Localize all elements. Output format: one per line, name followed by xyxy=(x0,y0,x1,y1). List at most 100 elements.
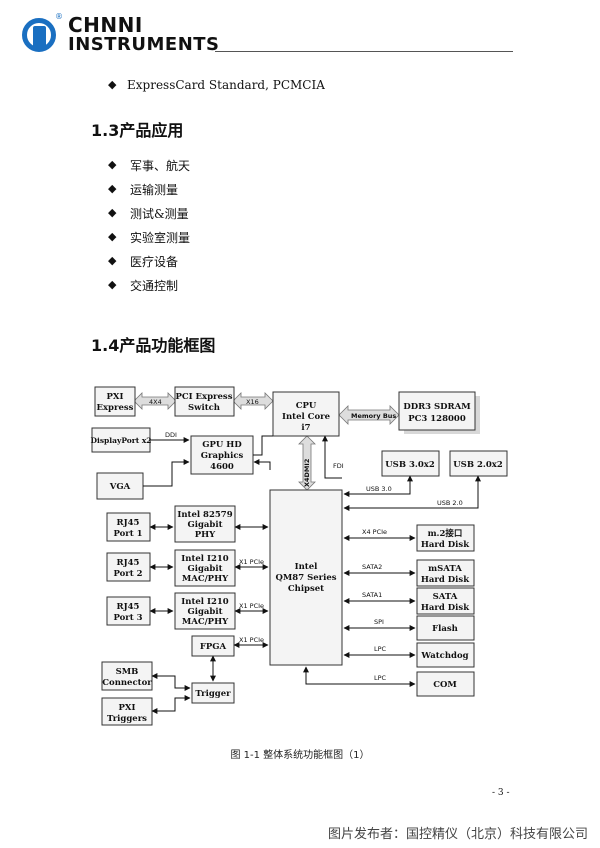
bullet-icon: ◆ xyxy=(108,206,117,219)
smb-connector-box xyxy=(101,661,153,691)
rj45-port3-label-1: RJ45 xyxy=(117,602,140,612)
sata-label-1: SATA xyxy=(433,592,458,602)
label-memory-bus: Memory Bus xyxy=(351,412,396,420)
label-ddi: DDI xyxy=(165,431,177,439)
label-x4dmi2: X4DMI2 xyxy=(303,459,311,487)
rj45-port2-label-2: Port 2 xyxy=(113,569,142,579)
cpu-box xyxy=(272,391,340,437)
flash-box xyxy=(416,615,475,641)
rj45-port1-label-2: Port 1 xyxy=(113,529,142,539)
line-vga xyxy=(143,459,190,487)
list-item: 测试&测量 xyxy=(130,207,189,221)
rj45-port1-box xyxy=(106,512,151,542)
intel82579-label-3: PHY xyxy=(195,530,216,540)
fpga-label: FPGA xyxy=(200,642,227,652)
ddr3-label-2: PC3 128000 xyxy=(408,414,466,424)
rj45-port3-box xyxy=(106,596,151,626)
bullet-icon: ◆ xyxy=(108,254,117,267)
watchdog-label: Watchdog xyxy=(420,651,468,661)
intro-bullet-text: ExpressCard Standard, PCMCIA xyxy=(127,78,325,92)
i210-a-label-3: MAC/PHY xyxy=(182,574,229,584)
rj45-port3-label-2: Port 3 xyxy=(113,613,142,623)
rj45-port1-label-1: RJ45 xyxy=(117,518,140,528)
label-4x4: 4X4 xyxy=(149,398,162,406)
line-smb xyxy=(151,673,191,691)
line-pxi-triggers xyxy=(151,695,191,714)
label-x1pcie-2: X1 PCIe xyxy=(239,602,264,610)
pxi-express-label-2: Express xyxy=(97,403,134,413)
pci-switch-label-2: Switch xyxy=(188,403,220,413)
pxi-triggers-box xyxy=(101,697,153,726)
gpu-label-2: Graphics xyxy=(201,451,244,461)
section-1-4-title: 1.4产品功能框图 xyxy=(91,336,216,355)
gpu-label-3: 4600 xyxy=(210,462,234,472)
line-usb20 xyxy=(343,475,481,511)
displayport-label: DisplayPort x2 xyxy=(90,436,151,445)
list-item: 医疗设备 xyxy=(130,255,179,269)
label-lpc-2: LPC xyxy=(374,674,387,682)
list-item: 交通控制 xyxy=(130,279,179,293)
i210-a-box xyxy=(174,549,236,587)
label-sata1: SATA1 xyxy=(362,591,382,599)
trigger-label: Trigger xyxy=(195,689,231,699)
usb20-box xyxy=(449,450,508,477)
label-x1pcie-3: X1 PCIe xyxy=(239,636,264,644)
cpu-label-3: i7 xyxy=(301,423,310,433)
rj45-port2-box xyxy=(106,552,151,582)
footer-credit: 图片发布者：国控精仪（北京）科技有限公司 xyxy=(327,827,588,842)
pxi-triggers-label-2: Triggers xyxy=(107,714,147,724)
msata-label-2: Hard Disk xyxy=(421,575,470,585)
figure-caption: 图 1-1 整体系统功能框图（1） xyxy=(230,750,370,761)
label-usb30: USB 3.0 xyxy=(366,485,392,493)
m2-label-1: m.2接口 xyxy=(428,528,463,539)
list-item: 军事、航天 xyxy=(130,159,191,173)
label-lpc-1: LPC xyxy=(374,645,387,653)
chipset-label-2: QM87 Series xyxy=(275,573,336,583)
pxi-triggers-label-1: PXI xyxy=(119,703,136,713)
vga-label: VGA xyxy=(109,482,131,492)
smb-label-1: SMB xyxy=(116,667,139,677)
line-fdi-right xyxy=(322,435,342,479)
label-x4pcie: X4 PCIe xyxy=(362,528,387,536)
chipset-box xyxy=(269,489,343,666)
rj45-port2-label-1: RJ45 xyxy=(117,558,140,568)
i210-b-label-3: MAC/PHY xyxy=(182,617,229,627)
usb20-box-label: USB 2.0x2 xyxy=(453,460,503,470)
ddr3-box xyxy=(398,391,476,431)
pxi-express-label-1: PXI xyxy=(107,392,124,402)
header-rule xyxy=(215,51,513,52)
vga-box xyxy=(96,472,144,500)
bullet-icon: ◆ xyxy=(108,278,117,291)
brand-name-line2: INSTRUMENTS xyxy=(68,34,220,55)
intel82579-label-2: Gigabit xyxy=(187,520,222,530)
m2-box xyxy=(416,524,475,552)
page-number: - 3 - xyxy=(492,788,510,798)
com-label: COM xyxy=(433,680,457,690)
ddr3-label-1: DDR3 SDRAM xyxy=(403,402,471,412)
pci-switch-label-1: PCI Express xyxy=(175,392,232,402)
i210-a-label-1: Intel I210 xyxy=(181,554,228,564)
label-x1pcie-1: X1 PCIe xyxy=(239,558,264,566)
smb-label-2: Connector xyxy=(102,678,152,688)
bullet-icon: ◆ xyxy=(108,78,117,91)
chipset-label-3: Chipset xyxy=(288,584,324,594)
msata-box xyxy=(416,559,475,587)
line-fdi xyxy=(253,459,271,470)
bullet-icon: ◆ xyxy=(108,182,117,195)
line-lpc-com xyxy=(303,666,416,687)
pxi-express-box xyxy=(94,386,136,417)
watchdog-box xyxy=(416,642,475,668)
i210-a-label-2: Gigabit xyxy=(187,564,222,574)
pci-express-switch-box xyxy=(174,386,235,417)
label-usb20: USB 2.0 xyxy=(437,499,463,507)
brand-name-line1: CHNNI xyxy=(68,13,143,37)
gpu-label-1: GPU HD xyxy=(202,440,242,450)
gpu-box xyxy=(190,435,254,475)
list-item: 实验室测量 xyxy=(130,231,191,245)
label-spi: SPI xyxy=(374,618,384,626)
msata-label-1: mSATA xyxy=(428,564,462,574)
intel82579-label-1: Intel 82579 xyxy=(177,510,232,520)
usb30-box-label: USB 3.0x2 xyxy=(385,460,435,470)
section-1-3-title: 1.3产品应用 xyxy=(91,121,184,140)
